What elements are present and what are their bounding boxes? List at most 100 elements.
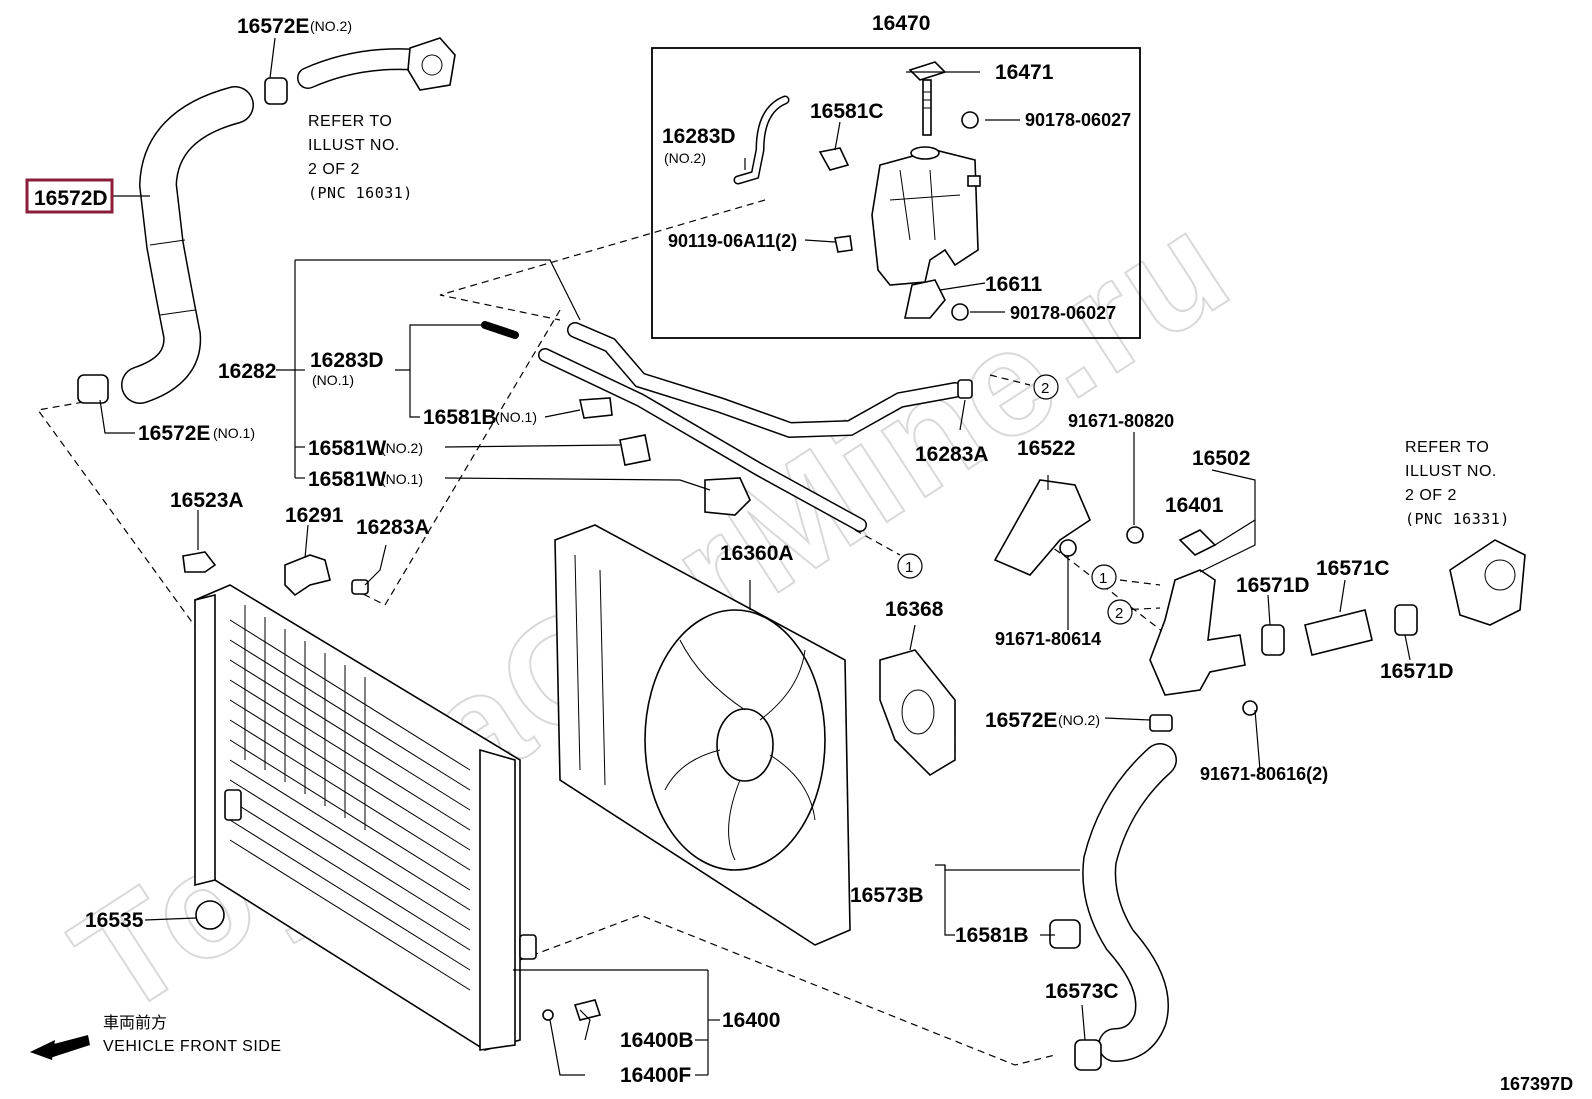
part-label-90178-06027-bot: 90178-06027 xyxy=(1010,303,1116,323)
svg-text:VEHICLE FRONT SIDE: VEHICLE FRONT SIDE xyxy=(103,1038,282,1055)
connection-marker-2-right: 2 xyxy=(1107,599,1133,625)
part-label-16291: 16291 xyxy=(285,504,344,527)
svg-text:REFER TO: REFER TO xyxy=(1405,439,1489,456)
clamp-16571D-a xyxy=(1261,624,1285,656)
reservoir-cap xyxy=(908,61,947,136)
vehicle-front-indicator: 車両前方 VEHICLE FRONT SIDE xyxy=(30,1014,282,1060)
part-label-16581B-bot: 16581B xyxy=(955,924,1029,947)
part-label-16400F: 16400F xyxy=(620,1064,691,1087)
part-label-91671-80616: 91671-80616(2) xyxy=(1200,764,1328,784)
part-label-16502: 16502 xyxy=(1192,447,1250,470)
connection-marker-2-top: 2 xyxy=(1033,374,1059,400)
part-label-16581W-a: 16581W xyxy=(308,437,386,460)
connection-marker-1-mid: 1 xyxy=(897,553,923,579)
part-label-16401: 16401 xyxy=(1165,494,1224,517)
diagram-id: 167397D xyxy=(1500,1074,1573,1094)
part-sub-16581W-b: (NO.1) xyxy=(381,471,423,487)
nut-bottom xyxy=(951,303,969,321)
clamp-16283A xyxy=(351,579,369,595)
part-sub-16283D-mid: (NO.1) xyxy=(312,372,354,388)
part-label-16581C: 16581C xyxy=(810,100,884,123)
part-label-16400B: 16400B xyxy=(620,1029,694,1052)
seal-16368 xyxy=(879,649,956,777)
inlet-housing-16502 xyxy=(1149,569,1246,696)
part-label-90119-06A11: 90119-06A11(2) xyxy=(668,231,797,251)
part-label-16571C: 16571C xyxy=(1316,557,1390,580)
svg-text:(PNC 16331): (PNC 16331) xyxy=(1405,510,1510,528)
part-sub-16581W-a: (NO.2) xyxy=(381,440,423,456)
bolt-91671-80614 xyxy=(1059,539,1077,557)
part-label-16522: 16522 xyxy=(1017,437,1075,460)
upper-radiator-hose xyxy=(121,86,254,404)
part-label-16470: 16470 xyxy=(872,12,930,35)
clip-16581B xyxy=(579,397,613,419)
part-label-16471: 16471 xyxy=(995,61,1054,84)
clip-16581W-1 xyxy=(704,477,751,516)
part-label-16400: 16400 xyxy=(722,1009,780,1032)
connection-marker-1-right: 1 xyxy=(1091,564,1117,590)
part-label-16283A-left: 16283A xyxy=(356,516,430,539)
part-label-16282: 16282 xyxy=(218,360,276,383)
clamp-16571D-b xyxy=(1394,604,1418,636)
part-label-16572E-left: 16572E xyxy=(138,422,210,445)
cushion-16523A xyxy=(182,551,217,573)
reservoir-tank xyxy=(871,146,981,286)
part-label-16571D-b: 16571D xyxy=(1380,660,1454,683)
part-sub-16572E-mid: (NO.2) xyxy=(1058,712,1100,728)
svg-text:(PNC 16031): (PNC 16031) xyxy=(308,184,413,202)
fan-shroud xyxy=(554,524,851,946)
svg-text:2 OF 2: 2 OF 2 xyxy=(308,161,360,178)
plug-16535 xyxy=(195,900,225,930)
part-label-16572D: 16572D xyxy=(34,187,108,210)
part-label-16283D-mid: 16283D xyxy=(310,349,384,372)
part-label-16581W-b: 16581W xyxy=(308,468,386,491)
svg-text:車両前方: 車両前方 xyxy=(103,1014,167,1032)
part-label-16581B-top: 16581B xyxy=(423,406,497,429)
svg-text:REFER TO: REFER TO xyxy=(308,113,392,130)
small-hose-no1 xyxy=(481,321,519,339)
hose-16571C xyxy=(1304,609,1373,656)
nut-top xyxy=(961,111,979,129)
part-label-90178-06027-top: 90178-06027 xyxy=(1025,110,1131,130)
part-label-16571D-a: 16571D xyxy=(1236,574,1310,597)
clamp-16573C xyxy=(1074,1039,1102,1071)
reservoir-group-box xyxy=(651,47,1141,339)
part-label-16573B: 16573B xyxy=(850,884,924,907)
part-label-16283A-right: 16283A xyxy=(915,443,989,466)
refer-note-top: REFER TO ILLUST NO. 2 OF 2 (PNC 16031) xyxy=(308,113,413,202)
clamp-left xyxy=(77,374,109,404)
svg-text:2: 2 xyxy=(1115,605,1123,622)
bolt-90119 xyxy=(834,235,853,253)
part-label-16368: 16368 xyxy=(885,598,944,621)
bolt-91671-80616 xyxy=(1242,700,1258,716)
part-label-91671-80614: 91671-80614 xyxy=(995,629,1101,649)
part-sub-16283D-top: (NO.2) xyxy=(664,150,706,166)
clamp-16572E-no2 xyxy=(1149,714,1173,732)
part-label-16573C: 16573C xyxy=(1045,980,1119,1003)
part-sub-16581B-top: (NO.1) xyxy=(495,409,537,425)
cap-16401 xyxy=(1178,529,1217,556)
refer-note-right: REFER TO ILLUST NO. 2 OF 2 (PNC 16331) xyxy=(1405,439,1510,528)
water-outlet xyxy=(407,37,456,91)
svg-text:1: 1 xyxy=(905,559,913,576)
part-label-16572E-mid: 16572E xyxy=(985,709,1057,732)
part-sub-16572E-left: (NO.1) xyxy=(213,425,255,441)
svg-text:2: 2 xyxy=(1041,380,1049,397)
bypass-hose-assembly xyxy=(538,322,973,532)
leader-lines xyxy=(99,37,1411,1076)
o-ring-16400F xyxy=(542,1009,554,1021)
part-label-16572E-top: 16572E xyxy=(237,15,309,38)
clip-16581W-2 xyxy=(619,434,651,466)
part-label-16535: 16535 xyxy=(85,909,144,932)
part-label-16611: 16611 xyxy=(985,273,1043,296)
clip-16581C xyxy=(818,147,850,171)
lower-radiator-hose xyxy=(1082,743,1177,1062)
radiator xyxy=(194,584,537,1051)
elbow-16291 xyxy=(284,554,331,597)
part-label-91671-80820: 91671-80820 xyxy=(1068,411,1174,431)
svg-text:2 OF 2: 2 OF 2 xyxy=(1405,487,1457,504)
part-label-16523A: 16523A xyxy=(170,489,244,512)
drain-cock-16400B xyxy=(573,999,602,1021)
svg-text:1: 1 xyxy=(1099,570,1107,587)
